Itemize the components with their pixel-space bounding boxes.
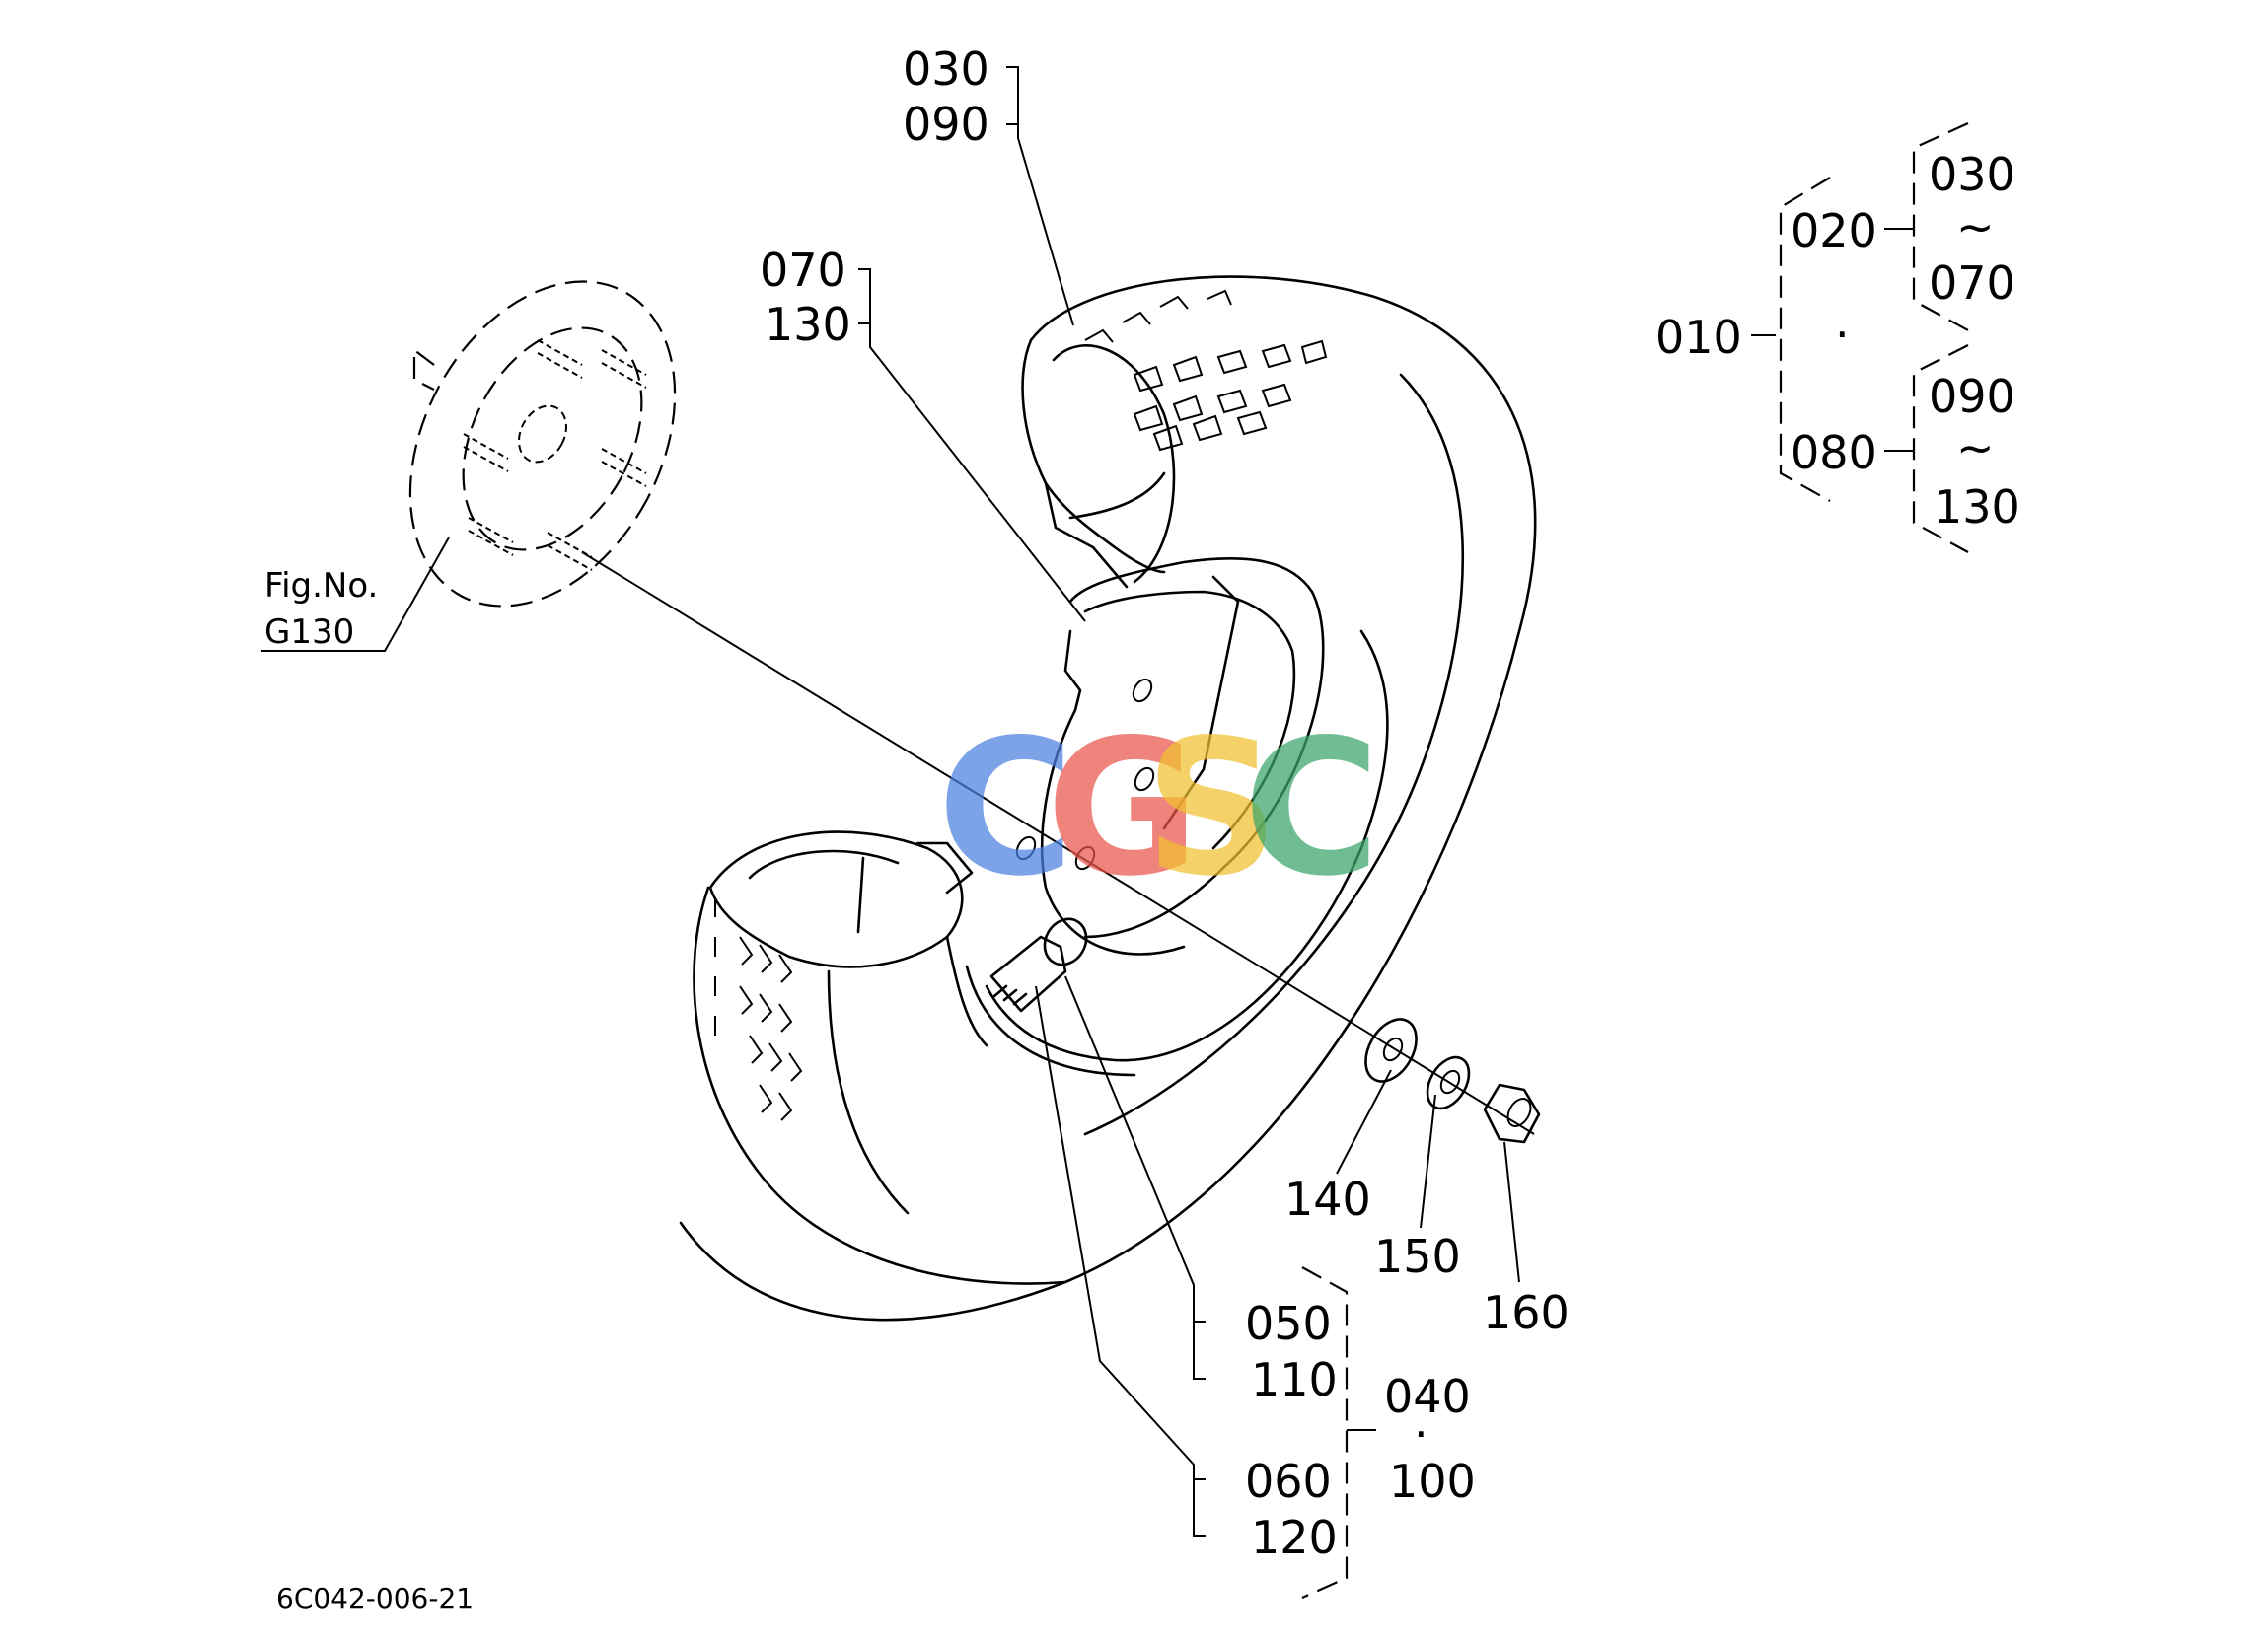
label-010: 010 [1655, 311, 1742, 364]
label-range1-sep: ~ [1956, 200, 1995, 253]
label-110: 110 [1251, 1353, 1338, 1406]
watermark: C G S C [937, 699, 1380, 917]
label-050: 050 [1245, 1297, 1332, 1350]
flat-washer-140 [1364, 1018, 1418, 1083]
tire-upper [679, 275, 1537, 1322]
watermark-letter-2: G [1046, 699, 1200, 917]
label-range1-end: 070 [1929, 256, 2015, 310]
label-range2-end: 130 [1934, 480, 2020, 534]
label-080: 080 [1791, 426, 1877, 479]
label-assembly-dot: · [1835, 308, 1850, 361]
label-150: 150 [1374, 1230, 1461, 1283]
label-130-left: 130 [765, 298, 851, 351]
label-range2-start: 090 [1929, 370, 2015, 423]
nut-160 [1483, 1083, 1541, 1144]
lock-washer-150 [1426, 1055, 1471, 1110]
label-160: 160 [1483, 1286, 1570, 1339]
tread-pattern-upper [1084, 289, 1328, 452]
label-040-dot: · [1414, 1407, 1428, 1461]
watermark-letter-4: C [1243, 699, 1380, 917]
leader-lines [261, 66, 1969, 1600]
label-140: 140 [1284, 1173, 1371, 1226]
label-120: 120 [1251, 1511, 1338, 1564]
watermark-letter-1: C [937, 699, 1074, 917]
label-070-left: 070 [760, 244, 846, 297]
label-090-top: 090 [903, 98, 989, 151]
tire-lower [693, 830, 1067, 1285]
label-030-top: 030 [903, 42, 989, 96]
fig-no-number: G130 [264, 612, 354, 652]
part-labels: 030 090 070 130 Fig.No. G130 010 020 · 0… [264, 42, 2020, 1614]
valve-stem [989, 917, 1088, 1013]
hub-assembly [408, 280, 677, 608]
watermark-letter-3: S [1144, 699, 1280, 917]
tread-pattern-lower [714, 897, 803, 1121]
hub-studs [463, 339, 647, 571]
drawing-code: 6C042-006-21 [276, 1582, 474, 1614]
label-100: 100 [1389, 1455, 1476, 1508]
label-060: 060 [1245, 1455, 1332, 1508]
stud-axis-line [581, 551, 1535, 1135]
fig-no-label: Fig.No. [264, 566, 378, 606]
label-020: 020 [1791, 204, 1877, 257]
label-040: 040 [1384, 1370, 1471, 1423]
label-range2-sep: ~ [1956, 421, 1995, 474]
label-range1-start: 030 [1929, 148, 2015, 201]
